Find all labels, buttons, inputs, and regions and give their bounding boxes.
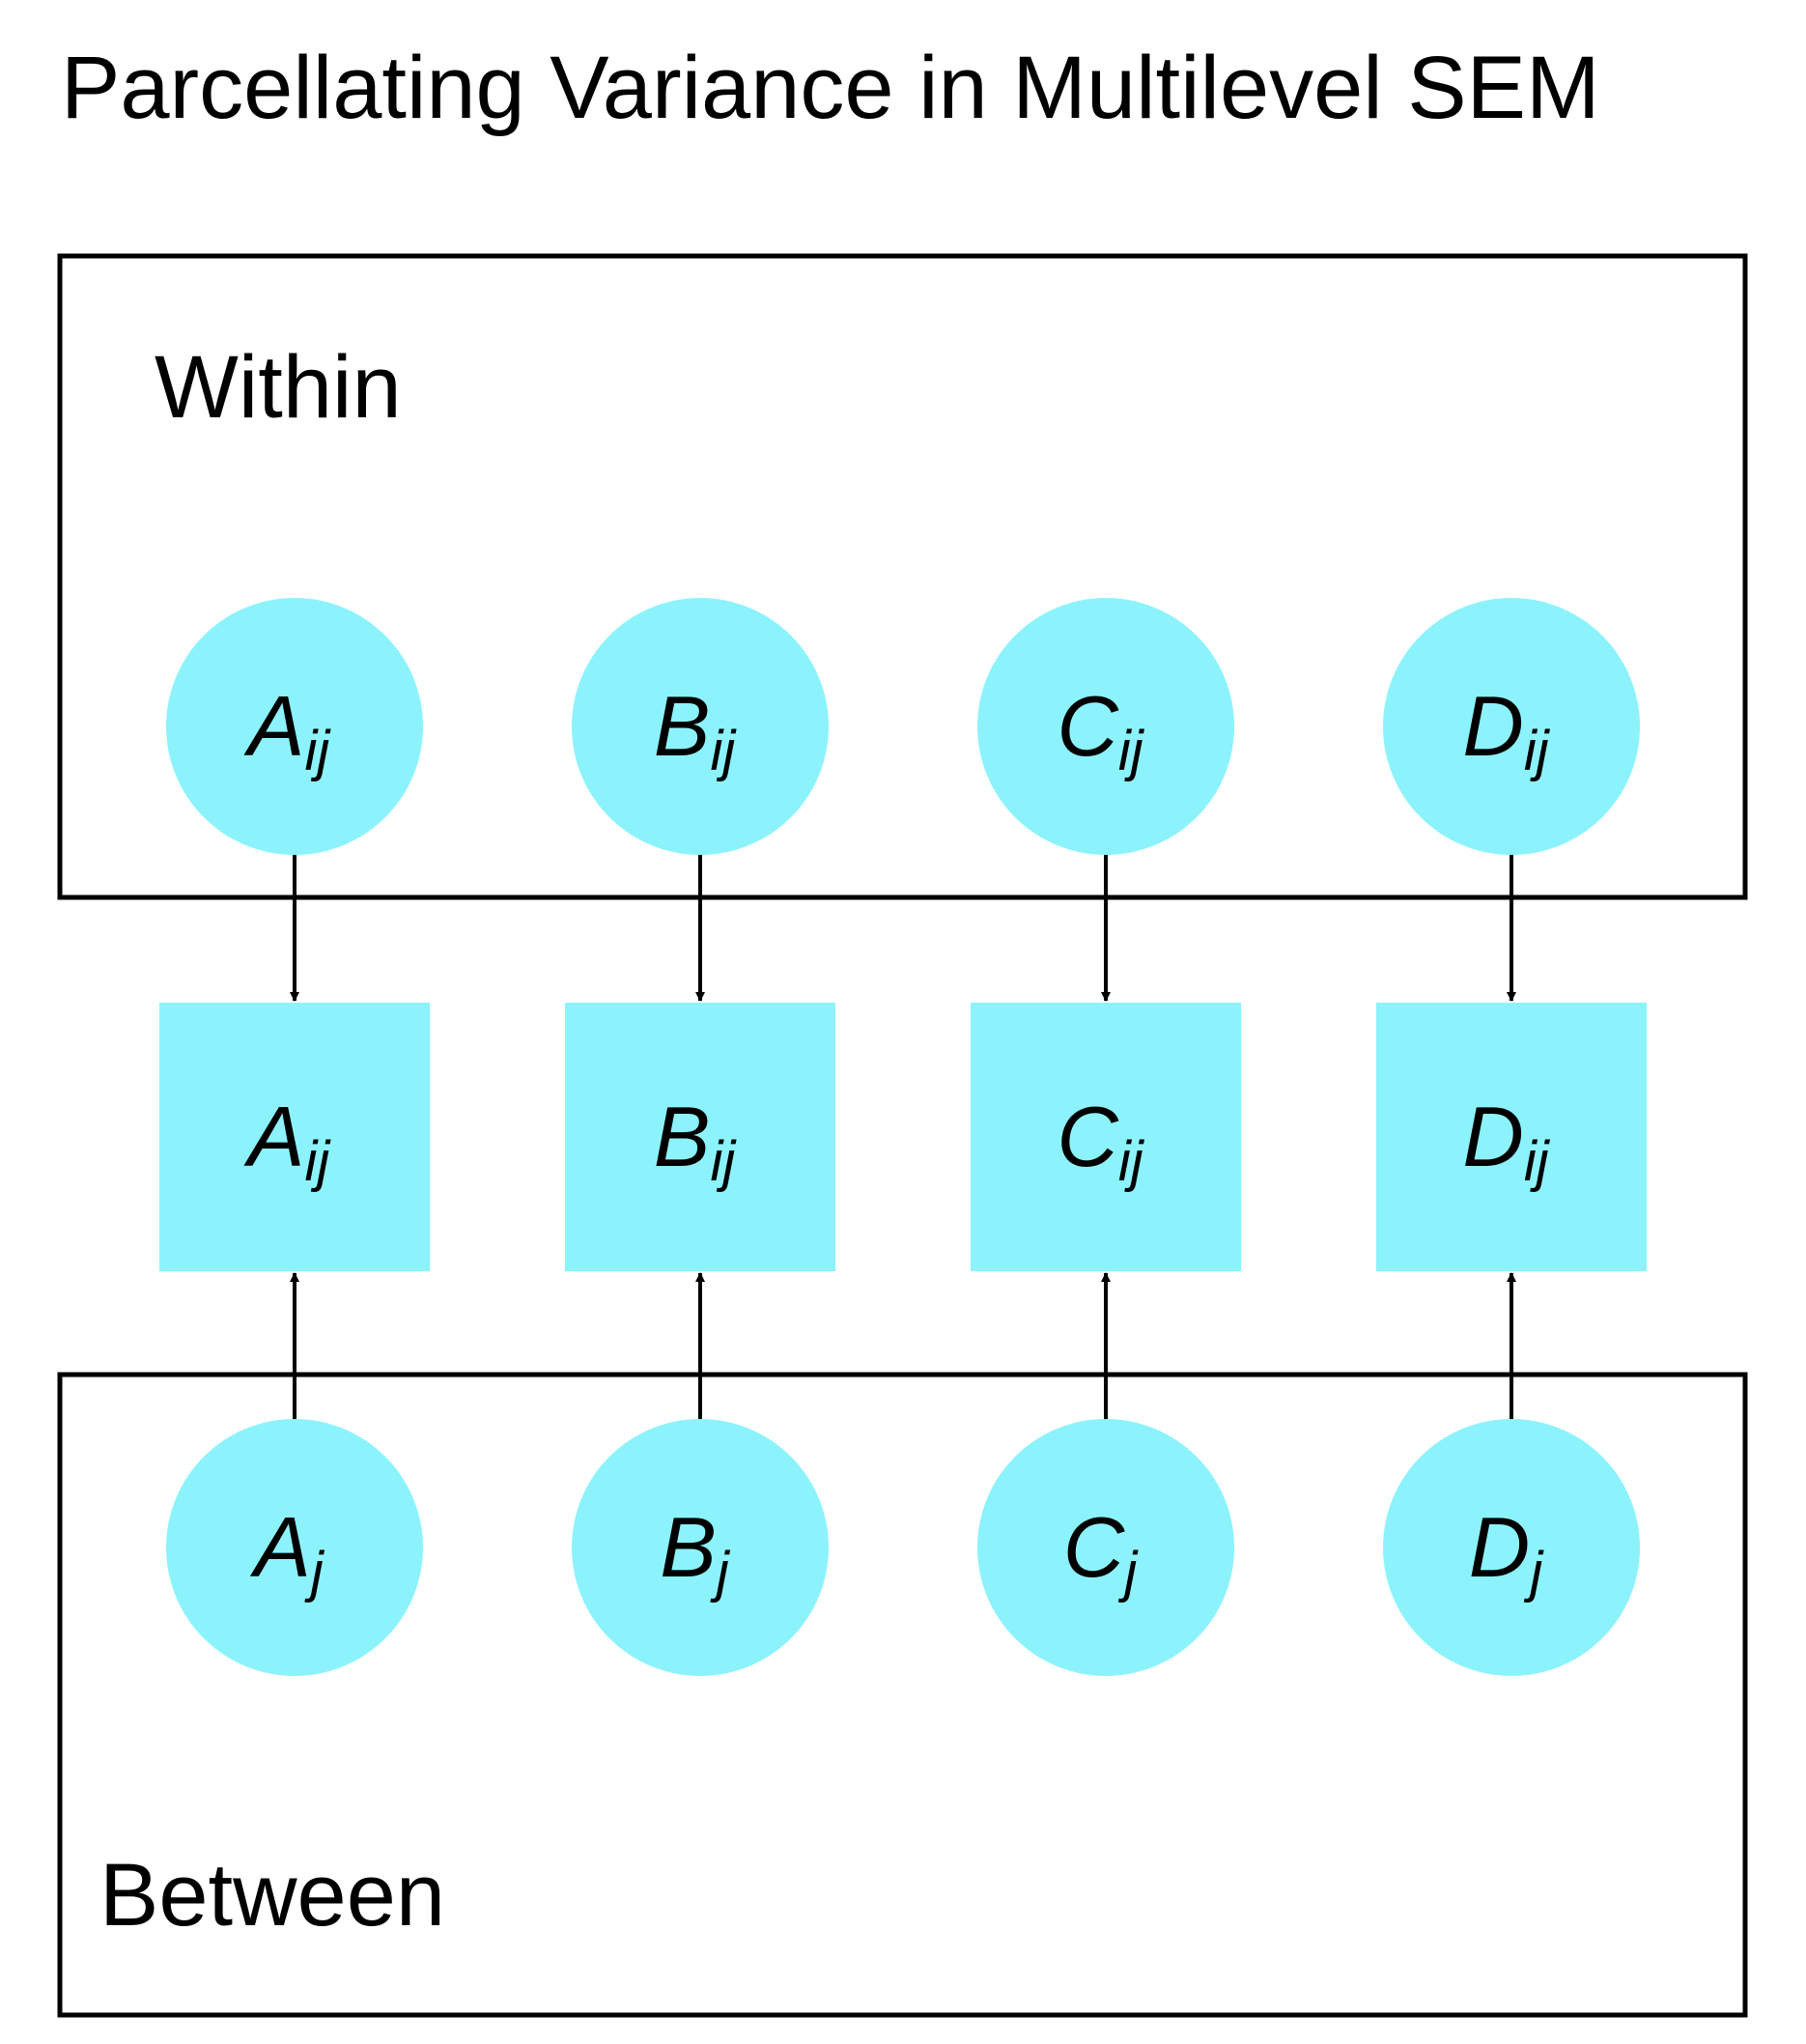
observed-node-a-subscript: ij (304, 1130, 331, 1193)
observed-node-d-subscript: ij (1524, 1130, 1551, 1193)
within-node-d-subscript: ij (1524, 720, 1551, 782)
between-panel (57, 1372, 1748, 2018)
within-panel-label: Within (155, 338, 402, 437)
within-node-d: Dij (1383, 598, 1640, 855)
within-node-a-label: Aij (243, 678, 332, 782)
between-node-a-letter: A (249, 1499, 311, 1595)
observed-node-d-label: Dij (1462, 1089, 1550, 1193)
within-panel (57, 253, 1748, 900)
between-node-d: Dj (1383, 1419, 1640, 1676)
within-node-a-subscript: ij (304, 720, 331, 782)
observed-node-a-letter: A (243, 1089, 305, 1184)
between-node-d-circle (1383, 1419, 1640, 1676)
edges-layer (290, 855, 1516, 1419)
observed-node-b: Bij (565, 1003, 835, 1271)
within-node-a-letter: A (243, 678, 305, 774)
between-node-c-label: Cj (1063, 1499, 1140, 1604)
between-node-b-circle (572, 1419, 829, 1676)
within-node-c-letter: C (1057, 678, 1119, 774)
between-node-d-letter: D (1469, 1499, 1531, 1595)
between-node-a-circle (166, 1419, 423, 1676)
observed-node-c-box (971, 1003, 1241, 1271)
between-node-b-letter: B (660, 1499, 717, 1595)
observed-node-a-label: Aij (243, 1089, 332, 1193)
observed-node-a: Aij (159, 1003, 430, 1271)
observed-node-a-box (159, 1003, 430, 1271)
observed-node-c: Cij (971, 1003, 1241, 1271)
within-node-c: Cij (977, 598, 1234, 855)
observed-node-c-label: Cij (1057, 1089, 1144, 1193)
observed-node-c-subscript: ij (1118, 1130, 1145, 1193)
between-panel-label: Between (99, 1846, 445, 1945)
between-node-c-letter: C (1063, 1499, 1126, 1595)
within-node-b: Bij (572, 598, 829, 855)
within-node-c-label: Cij (1057, 678, 1144, 782)
between-node-b: Bj (572, 1419, 829, 1676)
within-node-c-subscript: ij (1118, 720, 1145, 782)
between-node-a-label: Aj (249, 1499, 325, 1604)
between-node-b-label: Bj (660, 1499, 731, 1604)
observed-node-d-letter: D (1462, 1089, 1524, 1184)
within-node-a: Aij (166, 598, 423, 855)
within-node-d-circle (1383, 598, 1640, 855)
within-node-b-subscript: ij (710, 720, 737, 782)
within-node-b-label: Bij (654, 678, 738, 782)
between-node-c: Cj (977, 1419, 1234, 1676)
observed-node-b-letter: B (654, 1089, 711, 1184)
within-node-c-circle (977, 598, 1234, 855)
between-node-c-circle (977, 1419, 1234, 1676)
observed-node-b-box (565, 1003, 835, 1271)
within-node-d-letter: D (1462, 678, 1524, 774)
within-node-d-label: Dij (1462, 678, 1550, 782)
diagram-title: Parcellating Variance in Multilevel SEM (61, 39, 1600, 137)
between-node-d-label: Dj (1469, 1499, 1545, 1604)
within-node-a-circle (166, 598, 423, 855)
observed-node-b-subscript: ij (710, 1130, 737, 1193)
observed-node-d: Dij (1376, 1003, 1647, 1271)
within-node-b-circle (572, 598, 829, 855)
observed-node-d-box (1376, 1003, 1647, 1271)
between-node-a: Aj (166, 1419, 423, 1676)
observed-node-c-letter: C (1057, 1089, 1119, 1184)
observed-node-b-label: Bij (654, 1089, 738, 1193)
within-node-b-letter: B (654, 678, 711, 774)
